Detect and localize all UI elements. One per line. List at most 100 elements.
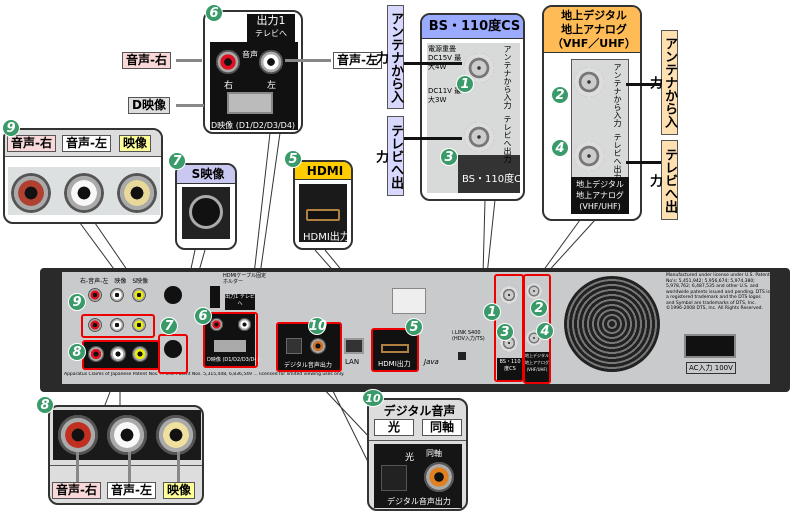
arrow-icon <box>404 62 462 65</box>
port-out-text: テレビへ出力 <box>503 115 512 163</box>
terr-antenna-input-port[interactable] <box>574 67 604 97</box>
optical-port[interactable] <box>381 465 407 491</box>
highlight-5 <box>371 328 419 372</box>
port-in-text: アンテナから入力 <box>613 63 622 127</box>
lan-port[interactable] <box>344 338 364 354</box>
to-tv-label: テレビへ <box>255 29 287 38</box>
s-video-header: S映像 <box>177 165 235 184</box>
terr-header-2: 地上アナログ <box>561 23 627 36</box>
label-audio-right: 音声-右 <box>52 482 101 499</box>
jack[interactable] <box>132 318 146 332</box>
s-video-port[interactable] <box>164 340 182 358</box>
jack[interactable] <box>110 318 124 332</box>
callout-s-video: S映像 <box>175 163 237 250</box>
badge-7: 7 <box>168 152 186 170</box>
badge-1: 1 <box>483 303 501 321</box>
highlight-6 <box>203 312 258 368</box>
ac-inlet[interactable] <box>684 334 736 358</box>
audio-left-jack[interactable] <box>259 50 283 74</box>
badge-4: 4 <box>551 139 569 157</box>
terr-header-1: 地上デジタル <box>561 9 627 22</box>
jack[interactable] <box>210 318 223 331</box>
video-jack[interactable] <box>117 173 157 213</box>
coaxial-port[interactable] <box>310 338 326 354</box>
label-audio-left: 音声-左 <box>333 52 382 69</box>
callout-hdmi: HDMI HDMI出力 <box>293 160 353 250</box>
bs-footer: BS・110度CS <box>462 174 525 185</box>
badge-8: 8 <box>68 343 86 361</box>
terr-tv-output-port[interactable] <box>574 141 604 171</box>
hdmi-label: HDMI出力 <box>378 360 411 368</box>
badge-3: 3 <box>496 323 514 341</box>
jack[interactable] <box>238 318 251 331</box>
ilink-label: i.LINK S400 (HDV入力/TS) <box>452 330 485 342</box>
audio-right-jack[interactable] <box>216 50 240 74</box>
badge-2: 2 <box>530 299 548 317</box>
d-video-caption: D映像 (D1/D2/D3/D4) <box>211 121 296 130</box>
badge-5: 5 <box>284 150 302 168</box>
coax-port[interactable] <box>526 283 542 299</box>
digital-audio-footer: デジタル音声出力 <box>387 497 451 506</box>
lan-label: LAN <box>345 358 360 366</box>
d-terminal-port[interactable] <box>214 340 246 352</box>
label-video: 映像 <box>119 135 152 152</box>
arrow-icon <box>626 161 661 164</box>
badge-3: 3 <box>440 148 458 166</box>
coaxial-port[interactable] <box>424 462 454 492</box>
arrow-icon <box>285 59 331 62</box>
arrow-icon <box>177 452 180 482</box>
coax-port[interactable] <box>500 286 518 304</box>
ilink-port[interactable] <box>458 352 466 360</box>
patent-text: Apparatus Claims of Japanese Patent Nos.… <box>64 372 345 377</box>
audio-left-jack[interactable] <box>64 173 104 213</box>
badge-6: 6 <box>205 4 223 22</box>
hdmi-header: HDMI <box>295 162 351 180</box>
jack[interactable] <box>88 346 104 362</box>
java-logo: Java <box>424 358 439 366</box>
arrow-icon <box>176 104 204 107</box>
s-video-port[interactable] <box>164 286 182 304</box>
holder-label: HDMIケーブル固定ホルダー <box>223 273 267 285</box>
ac-label: AC入力 100V <box>686 362 736 374</box>
hdmi-port[interactable] <box>306 209 340 221</box>
badge-10: 10 <box>362 389 384 407</box>
jack[interactable] <box>132 346 148 362</box>
jack[interactable] <box>110 288 124 302</box>
audio-right-jack[interactable] <box>58 415 98 455</box>
arrow-icon <box>404 137 462 140</box>
terr-label: 地上デジタル 地上アナログ (VHF/UHF) <box>525 352 549 382</box>
label-audio-left: 音声-左 <box>107 482 156 499</box>
output1-label: 出力1 <box>256 14 286 27</box>
video-jack[interactable] <box>156 415 196 455</box>
jack[interactable] <box>110 346 126 362</box>
optical-port[interactable] <box>286 338 302 354</box>
callout-terrestrial: 地上デジタル 地上アナログ （VHF／UHF） 地上デジタル 地上アナログ (V… <box>542 5 642 221</box>
bs-header: BS・110度CS <box>422 15 523 39</box>
badge-5: 5 <box>405 318 423 336</box>
arrow-icon <box>128 452 131 482</box>
left-text: 左 <box>267 81 277 91</box>
av-label: 右-音声-左 映像 S映像 <box>80 278 149 285</box>
jack[interactable] <box>132 288 146 302</box>
label-tv-output: テレビへ出力 <box>373 116 404 196</box>
label-audio-left: 音声-左 <box>62 135 111 152</box>
s-video-port[interactable] <box>189 195 223 229</box>
arrow-icon <box>76 452 79 482</box>
audio-right-jack[interactable] <box>11 173 51 213</box>
highlight-9 <box>81 314 155 338</box>
arrow-icon <box>626 83 661 86</box>
audio-left-jack[interactable] <box>107 415 147 455</box>
digital-audio-header: デジタル音声 <box>383 404 456 418</box>
jack[interactable] <box>88 318 102 332</box>
hdmi-caption: HDMI出力 <box>303 232 350 243</box>
jack[interactable] <box>88 288 102 302</box>
label-antenna-input: アンテナから入力 <box>373 5 404 109</box>
terr-header-3: （VHF／UHF） <box>552 37 636 50</box>
phone-line-port[interactable] <box>392 288 426 314</box>
port-out-text: テレビへ出力 <box>613 133 622 181</box>
terr-footer-1: 地上デジタル <box>576 180 624 189</box>
hdmi-port[interactable] <box>381 344 409 353</box>
d-terminal-port[interactable] <box>227 92 273 114</box>
bs-tv-output-port[interactable] <box>464 122 494 152</box>
badge-8: 8 <box>36 396 54 414</box>
